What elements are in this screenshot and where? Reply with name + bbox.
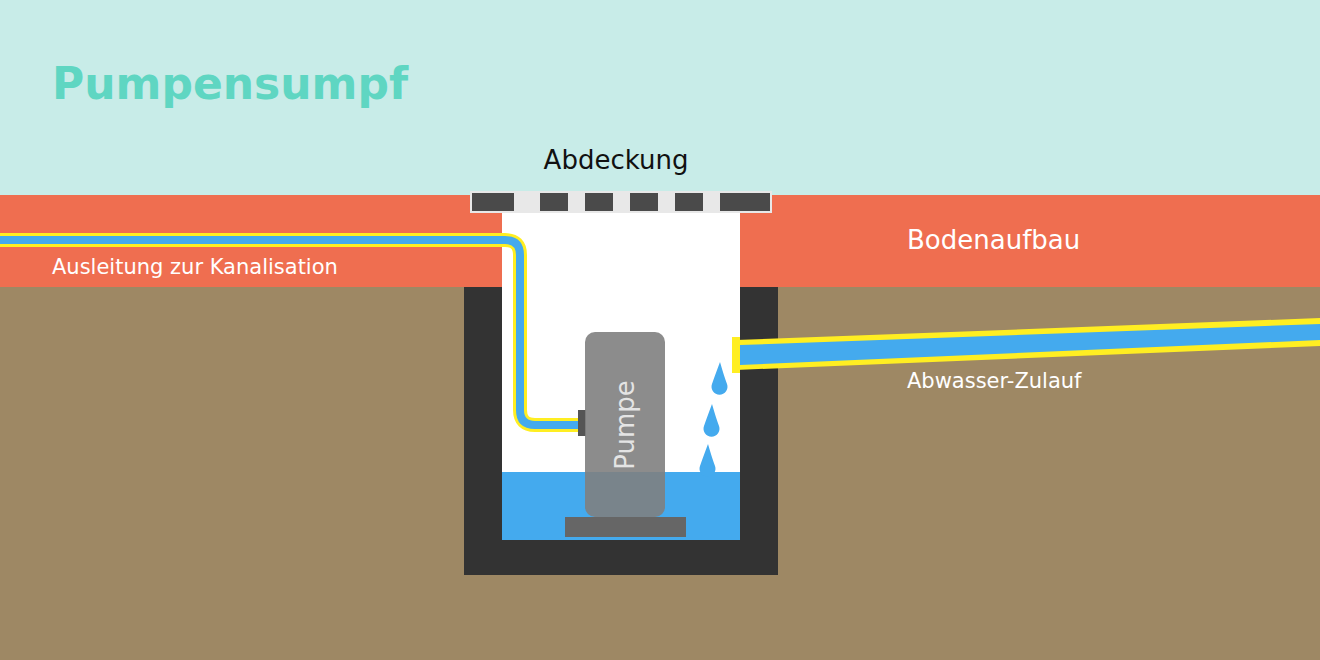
outlet-pipe xyxy=(0,240,580,425)
cover-frame xyxy=(470,191,772,213)
soil xyxy=(0,287,1320,660)
pump-label: Pumpe xyxy=(610,380,640,470)
inlet-flange xyxy=(732,337,740,373)
outlet-label: Ausleitung zur Kanalisation xyxy=(52,256,338,279)
floor-label: Bodenaufbau xyxy=(907,226,1080,255)
pit-interior xyxy=(502,211,740,540)
sky xyxy=(0,0,1320,195)
inlet-label: Abwasser-Zulauf xyxy=(907,370,1082,393)
inlet-pipe xyxy=(740,324,1320,365)
cover-label: Abdeckung xyxy=(544,146,689,175)
inlet-pipe-border xyxy=(736,318,1320,370)
pump-base xyxy=(565,517,686,537)
outlet-pipe-border xyxy=(0,240,580,425)
cover-grate xyxy=(472,193,770,211)
water-drops xyxy=(699,362,727,477)
diagram-title: Pumpensumpf xyxy=(52,60,408,108)
pump-body: Pumpe xyxy=(585,332,665,517)
